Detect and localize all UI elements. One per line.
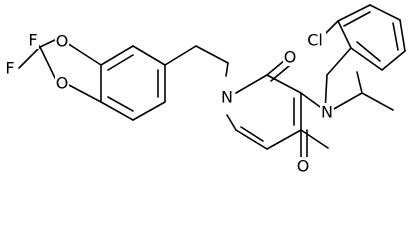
- atom-label-o-ring-bottom: O: [56, 74, 69, 93]
- atom-label-n-amide: N: [321, 103, 333, 122]
- atom-label-group-o-amide: O: [296, 157, 310, 176]
- atom-label-f2: F: [5, 59, 14, 78]
- atom-label-cl: Cl: [307, 31, 323, 50]
- atom-label-n-ring: N: [221, 88, 233, 107]
- atom-label-group-o-ring-top: O: [55, 32, 69, 51]
- atom-label-group-o-ring-bottom: O: [55, 74, 69, 93]
- atom-label-o-ring-top: O: [56, 32, 69, 51]
- atom-label-o-amide: O: [297, 157, 310, 176]
- atom-label-group-cl: Cl: [304, 31, 326, 50]
- atom-label-group-n-amide: N: [320, 103, 334, 122]
- atom-label-group-f2: F: [4, 59, 16, 78]
- atom-label-f1: F: [28, 31, 37, 50]
- atom-label-group-o-keto: O: [283, 48, 297, 67]
- atom-label-group-n-ring: N: [220, 88, 234, 107]
- bond-lines: [18, 4, 406, 158]
- atom-label-group-f1: F: [27, 31, 39, 50]
- atom-label-o-keto: O: [284, 48, 297, 67]
- molecule-structure: F F O O N O N O Cl: [4, 4, 406, 176]
